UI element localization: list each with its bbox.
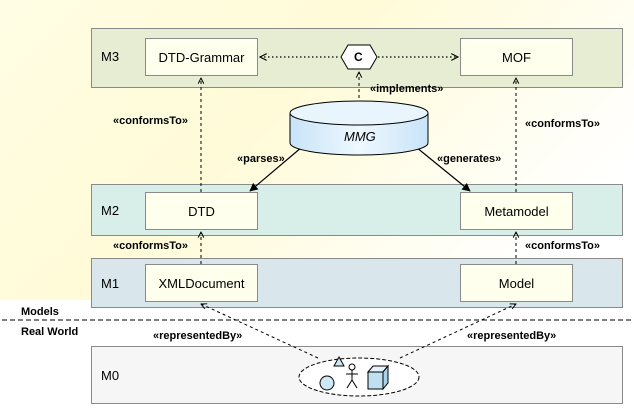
represented-by-label-right: «representedBy» bbox=[467, 330, 557, 342]
dtd-box: DTD bbox=[145, 192, 258, 230]
m0-label: M0 bbox=[101, 368, 120, 383]
dtd-grammar-box: DTD-Grammar bbox=[145, 38, 258, 76]
conforms-to-label-m3-left: «conformsTo» bbox=[113, 115, 188, 127]
metamodel-box: Metamodel bbox=[460, 192, 573, 230]
represented-by-label-left: «representedBy» bbox=[153, 330, 243, 342]
conforms-to-label-m2-right: «conformsTo» bbox=[525, 240, 600, 252]
mof-box: MOF bbox=[460, 38, 573, 76]
mmg-parses-dtd bbox=[249, 146, 303, 192]
xmldocument-box: XMLDocument bbox=[145, 264, 258, 302]
implements-label: «implements» bbox=[370, 83, 444, 95]
models-label: Models bbox=[21, 306, 59, 318]
m1-label: M1 bbox=[101, 276, 120, 291]
cube-shape-icon bbox=[366, 364, 390, 391]
c-symbol-label: C bbox=[354, 50, 363, 64]
parses-label: «parses» bbox=[237, 153, 285, 165]
mmg-cylinder bbox=[289, 100, 429, 156]
c-hexagon bbox=[340, 44, 378, 70]
conforms-to-label-m3-right: «conformsTo» bbox=[525, 118, 600, 130]
mmg-generates-metamodel bbox=[415, 146, 471, 192]
model-box: Model bbox=[460, 264, 573, 302]
m3-label: M3 bbox=[101, 49, 120, 64]
generates-label: «generates» bbox=[437, 153, 502, 165]
real-world-label: Real World bbox=[21, 326, 79, 338]
m2-label: M2 bbox=[101, 203, 120, 218]
mmg-label: MMG bbox=[344, 129, 376, 144]
real-world-ellipse bbox=[298, 357, 420, 397]
conforms-to-label-m2-left: «conformsTo» bbox=[113, 240, 188, 252]
triangle-shape-icon bbox=[333, 355, 345, 367]
circle-shape-icon bbox=[319, 375, 335, 391]
person-icon bbox=[346, 363, 358, 389]
